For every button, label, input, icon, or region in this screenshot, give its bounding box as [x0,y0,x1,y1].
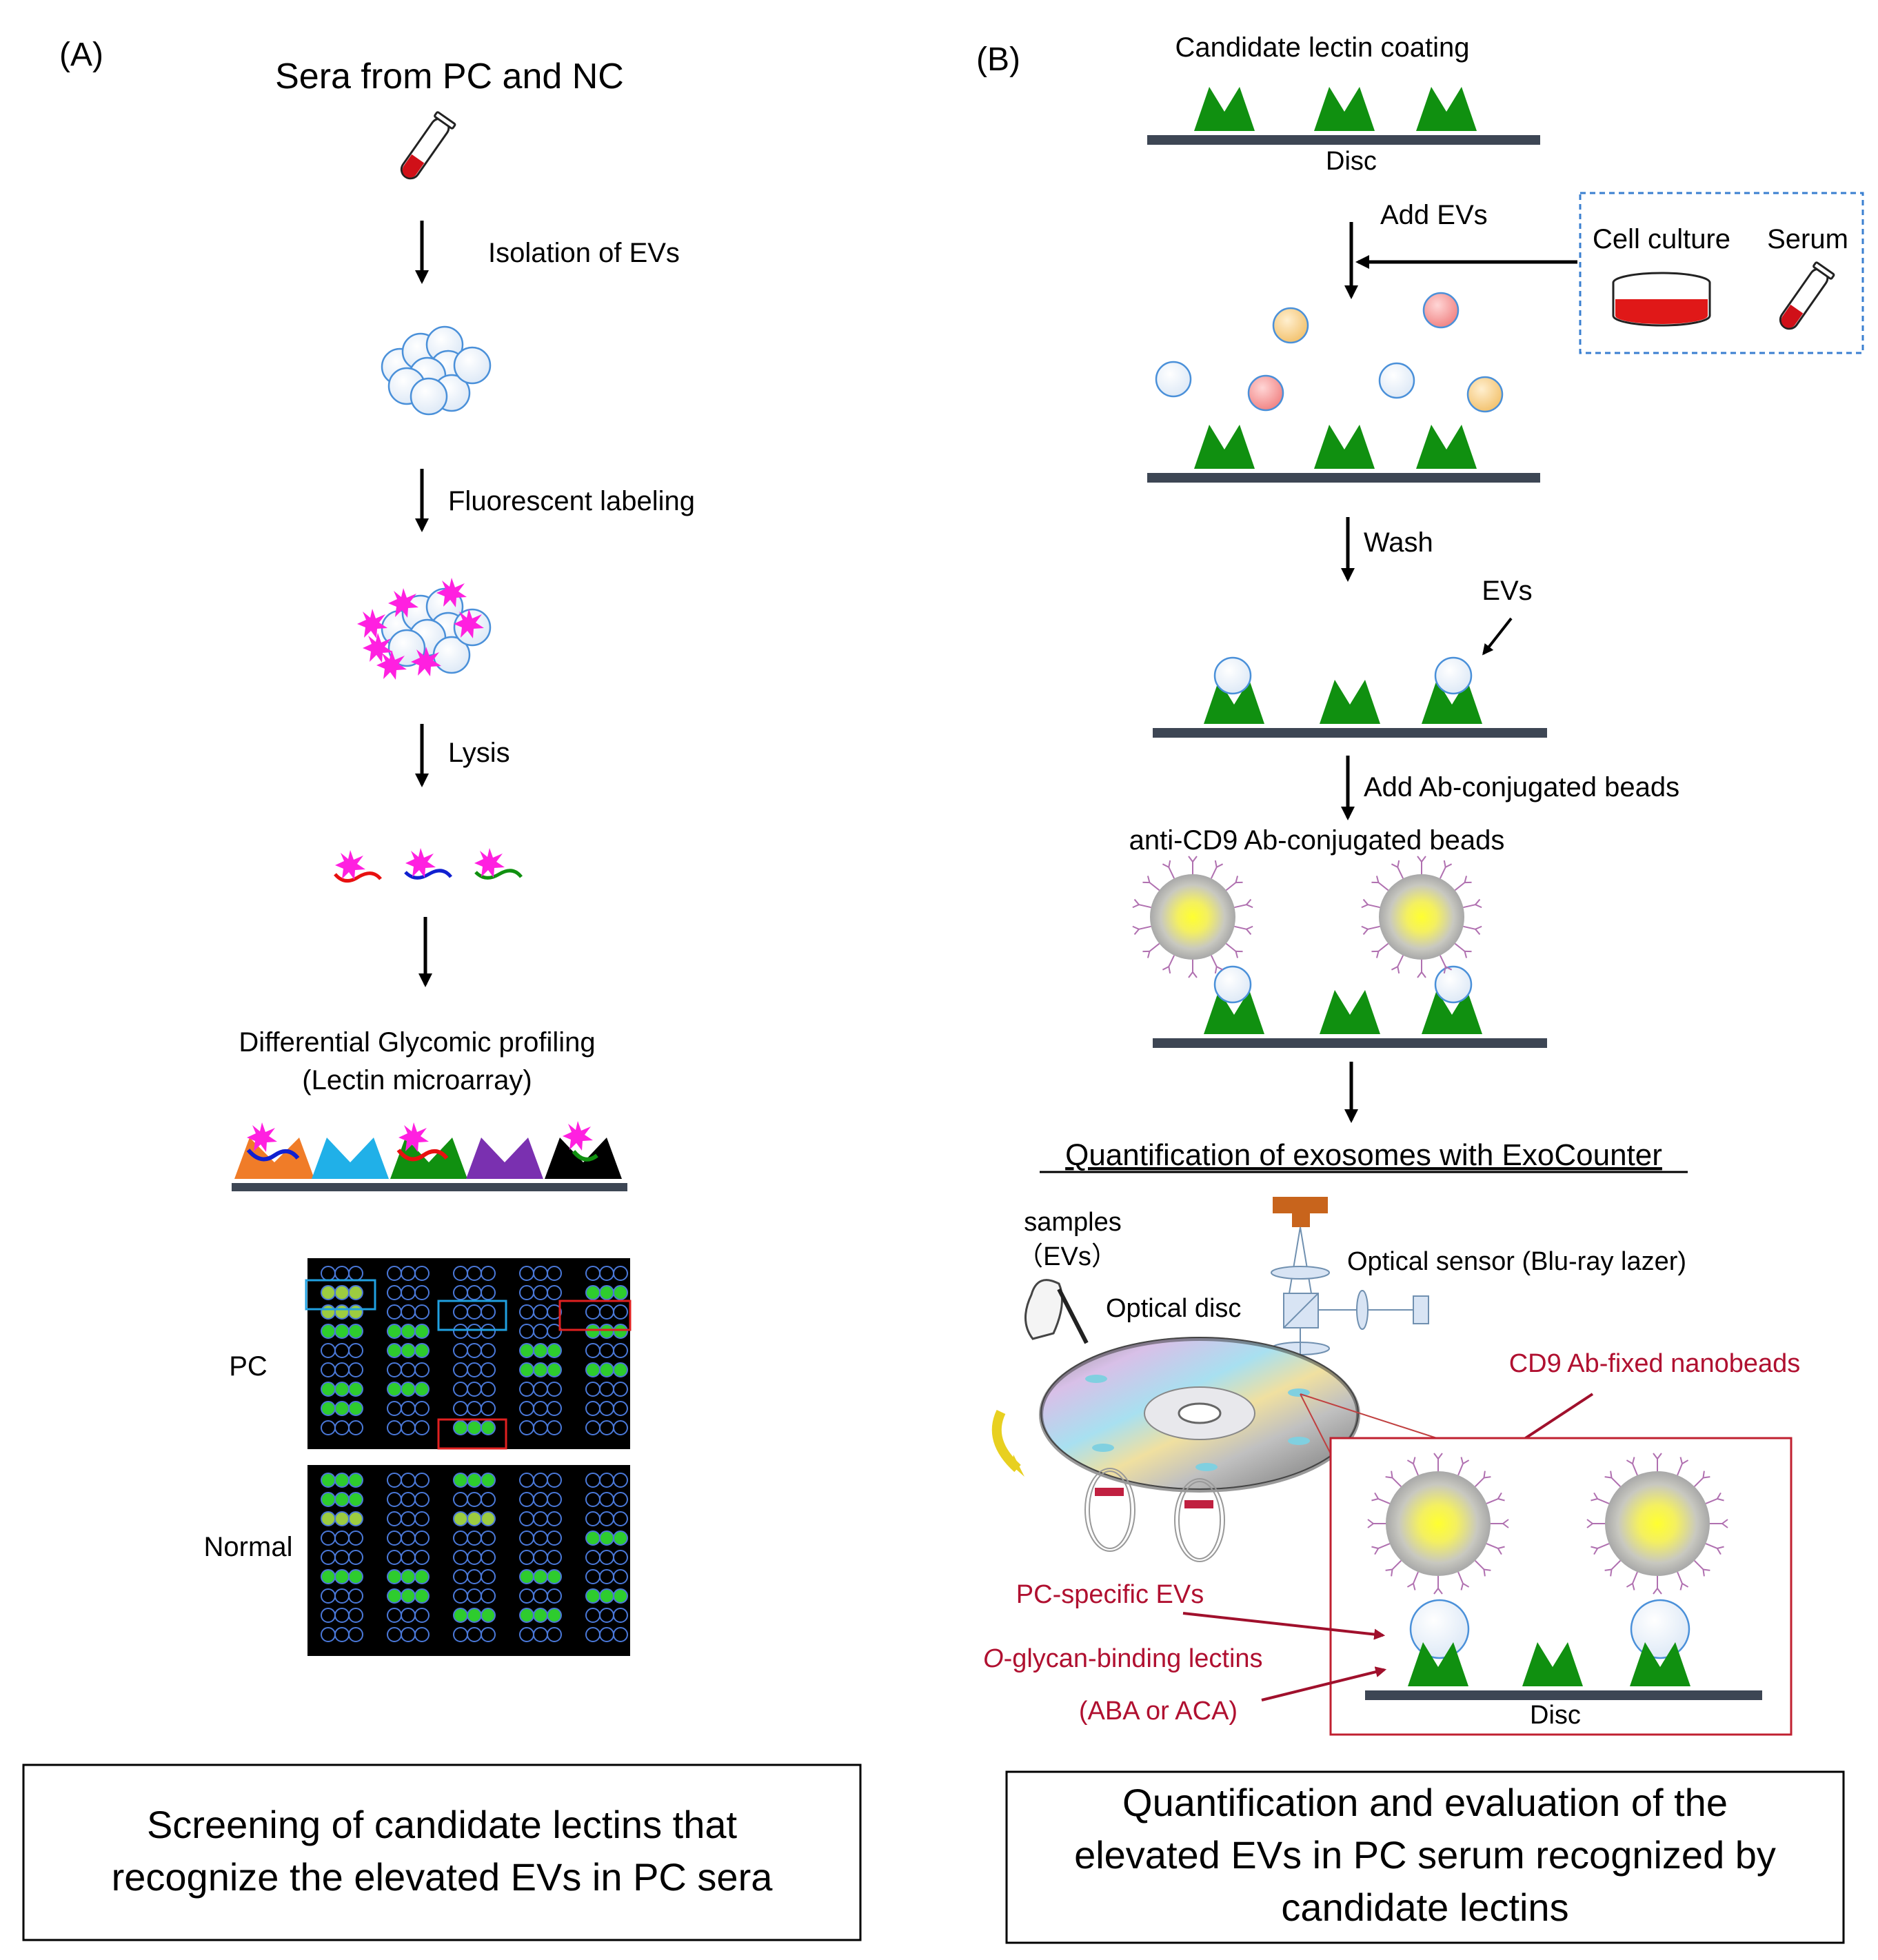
beads-label: anti-CD9 Ab-conjugated beads [1129,825,1505,856]
petri-dish-icon [1612,272,1711,327]
lysate-glycoproteins-icon [334,848,523,883]
profiling-title-line2: (Lectin microarray) [302,1065,532,1095]
optical-sensor-label: Optical sensor (Blu-ray lazer) [1347,1247,1686,1276]
labeled-ev-cluster-icon [357,578,492,680]
o-glycan-rest: -glycan-binding lectins [1004,1644,1263,1673]
zoom-line-1 [1300,1393,1437,1439]
quant-title: Quantification of exosomes with ExoCount… [1065,1138,1662,1172]
panel-b-summary-line1: Quantification and evaluation of the [1122,1781,1728,1824]
panel-b-summary-line2: elevated EVs in PC serum recognized by [1074,1833,1776,1877]
inset-disc-label: Disc [1530,1701,1581,1730]
panel-a-label: (A) [59,37,103,73]
o-glycan-label: O-glycan-binding lectins [983,1644,1263,1673]
step-lysis-label: Lysis [448,738,510,768]
evs-label: EVs [1482,576,1532,606]
evs-pointer-arrow [1482,617,1513,656]
ev-mixture [1155,292,1504,413]
pc-array-label: PC [229,1351,267,1382]
pc-array-image [305,1258,632,1450]
aba-aca-label: (ABA or ACA) [1079,1697,1238,1726]
panel-a-title: Sera from PC and NC [275,57,624,97]
panel-b-summary-box: Quantification and evaluation of the ele… [1005,1770,1845,1944]
profiling-title-line1: Differential Glycomic profiling [239,1027,595,1058]
disc-label-top: Disc [1326,147,1377,176]
nanobeads-label: CD9 Ab-fixed nanobeads [1509,1349,1801,1378]
add-beads-label: Add Ab-conjugated beads [1364,772,1679,802]
optical-sensor-icon [1271,1197,1429,1386]
pc-specific-evs-label: PC-specific EVs [1016,1580,1204,1609]
lectins-arrow [1261,1666,1387,1701]
source-cell-culture-label: Cell culture [1593,224,1730,254]
panel-a-summary-line2: recognize the elevated EVs in PC sera [112,1855,774,1899]
o-glycan-prefix: O [983,1644,1004,1673]
source-serum-label: Serum [1767,224,1848,254]
normal-array-image [307,1465,630,1656]
step-isolation-label: Isolation of EVs [488,238,680,268]
pipette-icon [1024,1279,1089,1344]
exocounter-inset: Disc [1329,1437,1793,1736]
normal-array-label: Normal [204,1532,293,1562]
wash-label: Wash [1364,527,1433,558]
beads-bound-disc [1131,856,1547,1048]
coated-disc-1 [1147,87,1540,145]
ev-cluster-icon [381,325,492,416]
coating-title: Candidate lectin coating [1175,32,1470,63]
lectin-microarray-surface [232,1121,627,1191]
bound-evs-disc [1153,656,1547,738]
optical-disc-label: Optical disc [1106,1294,1241,1323]
pc-specific-arrow [1182,1612,1386,1640]
panel-a-summary-line1: Screening of candidate lectins that [147,1803,738,1846]
panel-b-label: (B) [976,41,1020,78]
ev-source-box: Cell culture Serum [1579,192,1864,354]
panel-b-summary-line3: candidate lectins [1281,1886,1568,1929]
add-evs-label: Add EVs [1380,200,1488,230]
blood-tube-icon [395,110,457,185]
samples-label-line2: （EVs） [1017,1242,1118,1271]
optical-disc-image [991,1337,1360,1562]
panel-a-summary-box: Screening of candidate lectins that reco… [22,1764,862,1941]
step-fluorescent-label: Fluorescent labeling [448,486,695,516]
samples-label-line1: samples [1024,1208,1122,1237]
coated-disc-2 [1147,425,1540,483]
